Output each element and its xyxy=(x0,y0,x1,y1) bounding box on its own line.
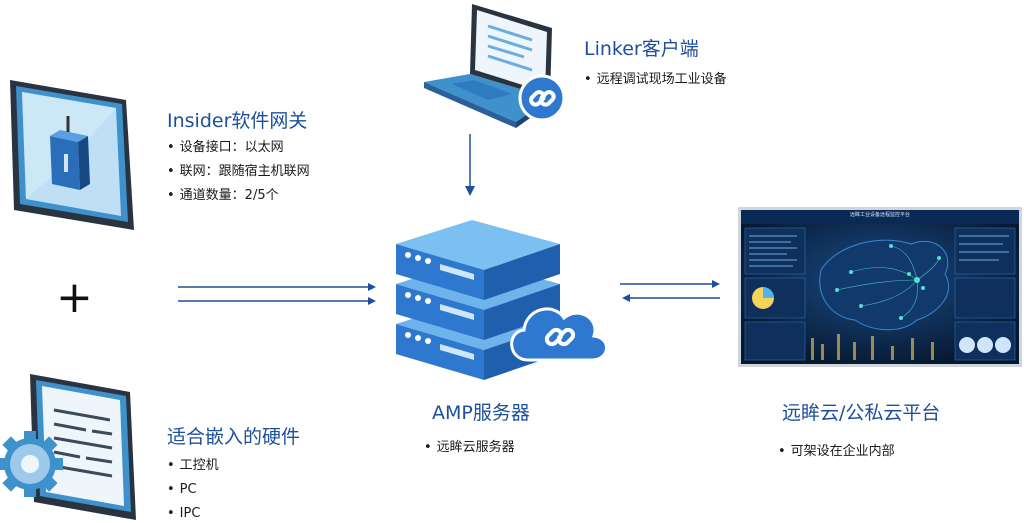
plus-symbol: + xyxy=(56,272,93,323)
link-icon xyxy=(518,74,566,122)
linker-feature-list: 远程调试现场工业设备 xyxy=(584,68,727,92)
amp-feature-item: 远眸云服务器 xyxy=(424,436,515,460)
insider-feature-item: 通道数量：2/5个 xyxy=(167,184,310,208)
insider-feature-list: 设备接口：以太网 联网：跟随宿主机联网 通道数量：2/5个 xyxy=(167,136,310,208)
cloud-feature-item: 可架设在企业内部 xyxy=(778,440,895,464)
embedded-hardware-item: IPC xyxy=(167,502,219,523)
embedded-hardware-item: PC xyxy=(167,478,219,502)
cloud-link-icon xyxy=(510,307,608,362)
embedded-hardware-illustration xyxy=(0,372,142,522)
amp-server-illustration xyxy=(382,208,608,386)
embedded-hardware-item: 工控机 xyxy=(167,454,219,478)
gear-icon xyxy=(0,431,63,497)
arrow-linker-to-server xyxy=(460,134,480,198)
insider-monitor-illustration xyxy=(8,72,138,237)
insider-title: Insider软件网关 xyxy=(167,110,308,132)
linker-title: Linker客户端 xyxy=(584,38,699,60)
linker-laptop-illustration xyxy=(420,2,570,132)
arrow-gateway-to-server xyxy=(178,280,378,310)
insider-feature-item: 设备接口：以太网 xyxy=(167,136,310,160)
amp-feature-list: 远眸云服务器 xyxy=(424,436,515,460)
insider-feature-item: 联网：跟随宿主机联网 xyxy=(167,160,310,184)
arrow-server-cloud xyxy=(620,276,722,306)
embedded-hardware-list: 工控机 PC IPC xyxy=(167,454,219,523)
amp-title: AMP服务器 xyxy=(432,402,530,424)
embedded-title: 适合嵌入的硬件 xyxy=(167,426,301,448)
cloud-platform-title: 远眸云/公私云平台 xyxy=(782,402,941,424)
server-unit xyxy=(396,220,560,380)
cloud-feature-list: 可架设在企业内部 xyxy=(778,440,895,464)
dashboard-title: 远眸工业设备远程监控平台 xyxy=(849,212,910,218)
cloud-dashboard-screenshot: 远眸工业设备远程监控平台 xyxy=(738,207,1022,367)
linker-feature-item: 远程调试现场工业设备 xyxy=(584,68,727,92)
